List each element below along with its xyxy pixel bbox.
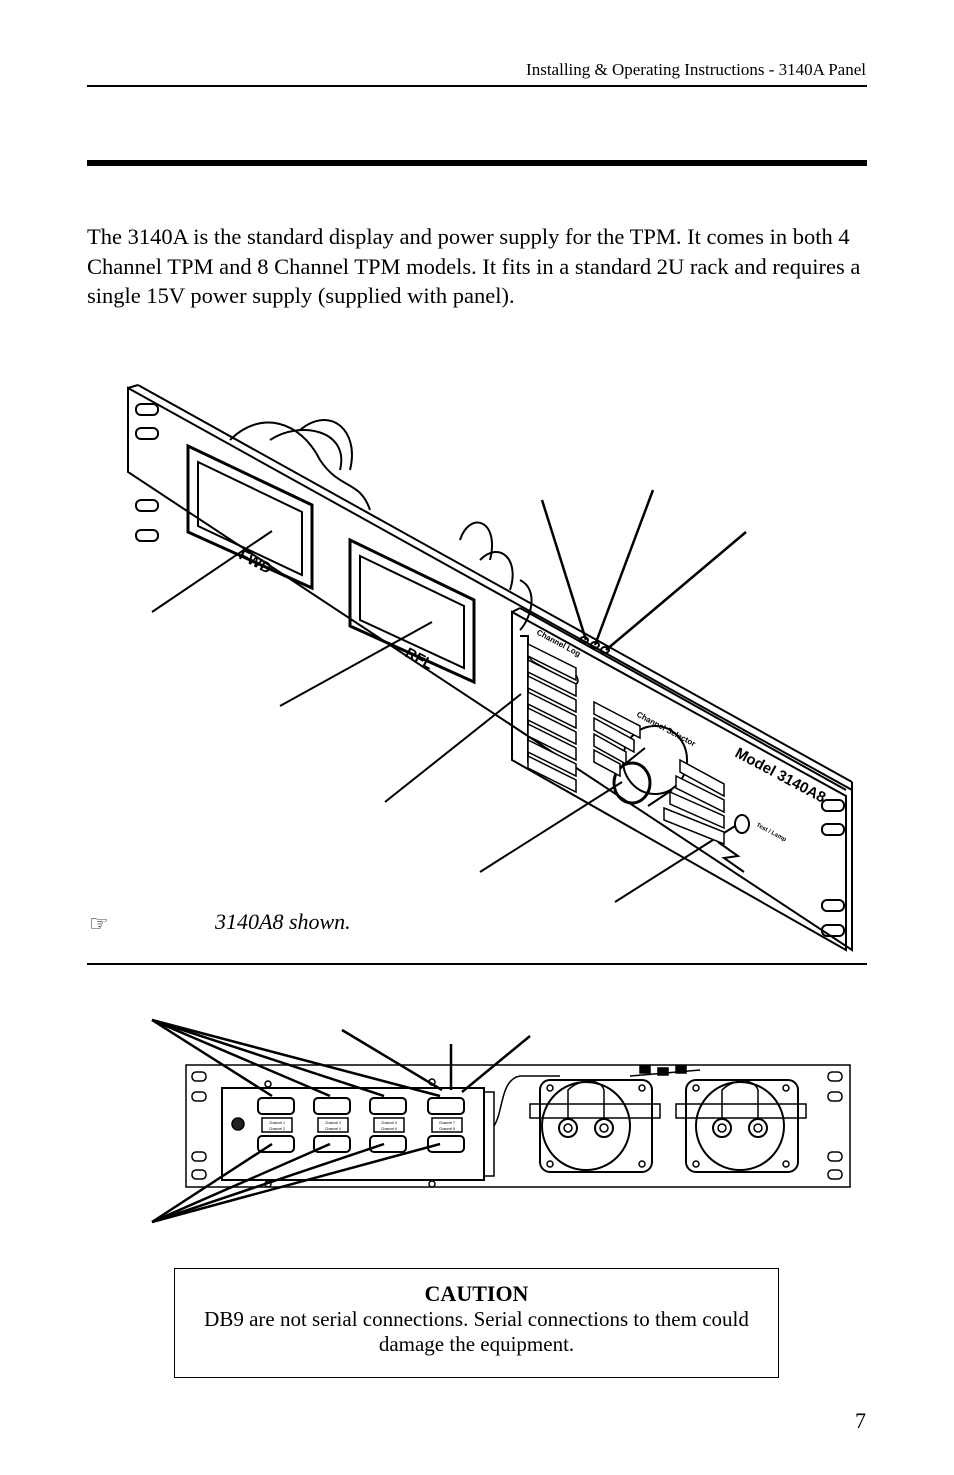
- connector-label: Channel 2: [269, 1127, 285, 1131]
- connector-label: Channel 8: [439, 1127, 455, 1131]
- header-rule: [87, 85, 867, 87]
- caution-box: CAUTION DB9 are not serial connections. …: [174, 1268, 779, 1378]
- intro-paragraph: The 3140A is the standard display and po…: [87, 224, 861, 308]
- connector-label: Channel 5: [381, 1121, 397, 1125]
- running-header: Installing & Operating Instructions - 31…: [526, 60, 866, 79]
- figure-note: 3140A8 shown.: [215, 909, 351, 934]
- connector-label: Channel 6: [381, 1127, 397, 1131]
- caution-body: DB9 are not serial connections. Serial c…: [204, 1307, 749, 1356]
- pointing-hand-icon: ☞: [89, 912, 109, 937]
- figure-divider: [87, 963, 867, 965]
- section-rule: [87, 160, 867, 166]
- caution-title: CAUTION: [424, 1281, 529, 1306]
- page-number: 7: [855, 1408, 866, 1433]
- rear-panel-illustration: Channel 1 Channel 3 Channel 5 Channel 7 …: [151, 1018, 851, 1224]
- connector-label: Channel 3: [325, 1121, 341, 1125]
- connector-label: Channel 7: [439, 1121, 455, 1125]
- connector-label: Channel 4: [325, 1127, 341, 1131]
- front-panel-illustration: FWD RFL Channel Log Channel Selector Mod…: [127, 384, 853, 952]
- connector-label: Channel 1: [269, 1121, 285, 1125]
